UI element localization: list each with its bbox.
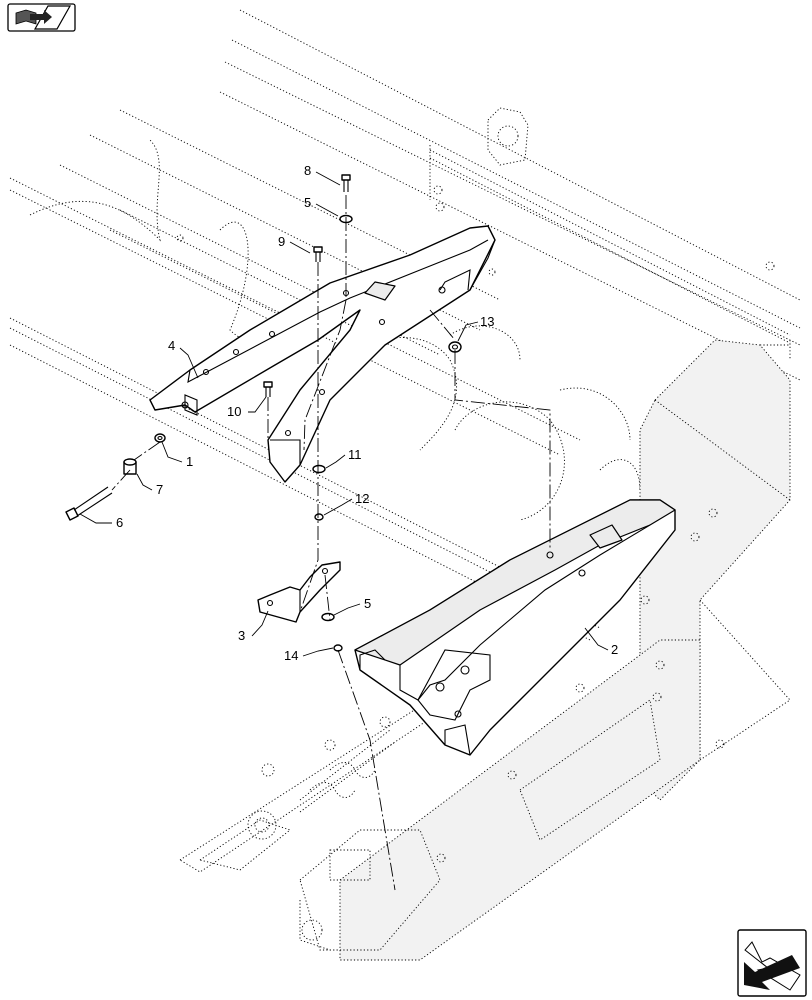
callout-11: 11 (348, 447, 362, 462)
callout-8: 8 (304, 163, 311, 178)
callout-14: 14 (284, 648, 298, 663)
bolt-9[interactable] (313, 246, 323, 262)
callout-9: 9 (278, 234, 285, 249)
callout-3: 3 (238, 628, 245, 643)
callout-5: 5 (304, 195, 311, 210)
bolt-10[interactable] (263, 381, 273, 397)
callout-13: 13 (480, 314, 494, 329)
callout-4: 4 (168, 338, 175, 353)
callout-5: 5 (364, 596, 371, 611)
callout-7: 7 (156, 482, 163, 497)
leader-lines (79, 171, 609, 657)
callout-2: 2 (611, 642, 618, 657)
bolt-8[interactable] (341, 174, 351, 192)
assembly-center-lines (111, 195, 551, 891)
washer-11[interactable] (312, 464, 326, 474)
bushing-1[interactable] (154, 433, 166, 443)
callout-12: 12 (355, 491, 369, 506)
part-4-fork-arm[interactable] (149, 225, 496, 483)
callout-10: 10 (227, 404, 241, 419)
callouts: 8 5 9 13 4 10 1 11 7 12 6 5 3 2 14 (116, 163, 618, 663)
part-2-main-bracket[interactable] (354, 499, 676, 756)
part-3-small-bracket[interactable] (257, 561, 341, 623)
book-arrow-icon[interactable] (7, 3, 76, 32)
washer-5-lower[interactable] (321, 612, 335, 622)
header-frame-background (9, 9, 801, 961)
spacer-7[interactable] (123, 458, 137, 475)
orientation-arrow-icon[interactable] (737, 929, 807, 997)
nut-12[interactable] (314, 513, 324, 521)
callout-1: 1 (186, 454, 193, 469)
bolt-6[interactable] (65, 486, 113, 521)
callout-6: 6 (116, 515, 123, 530)
